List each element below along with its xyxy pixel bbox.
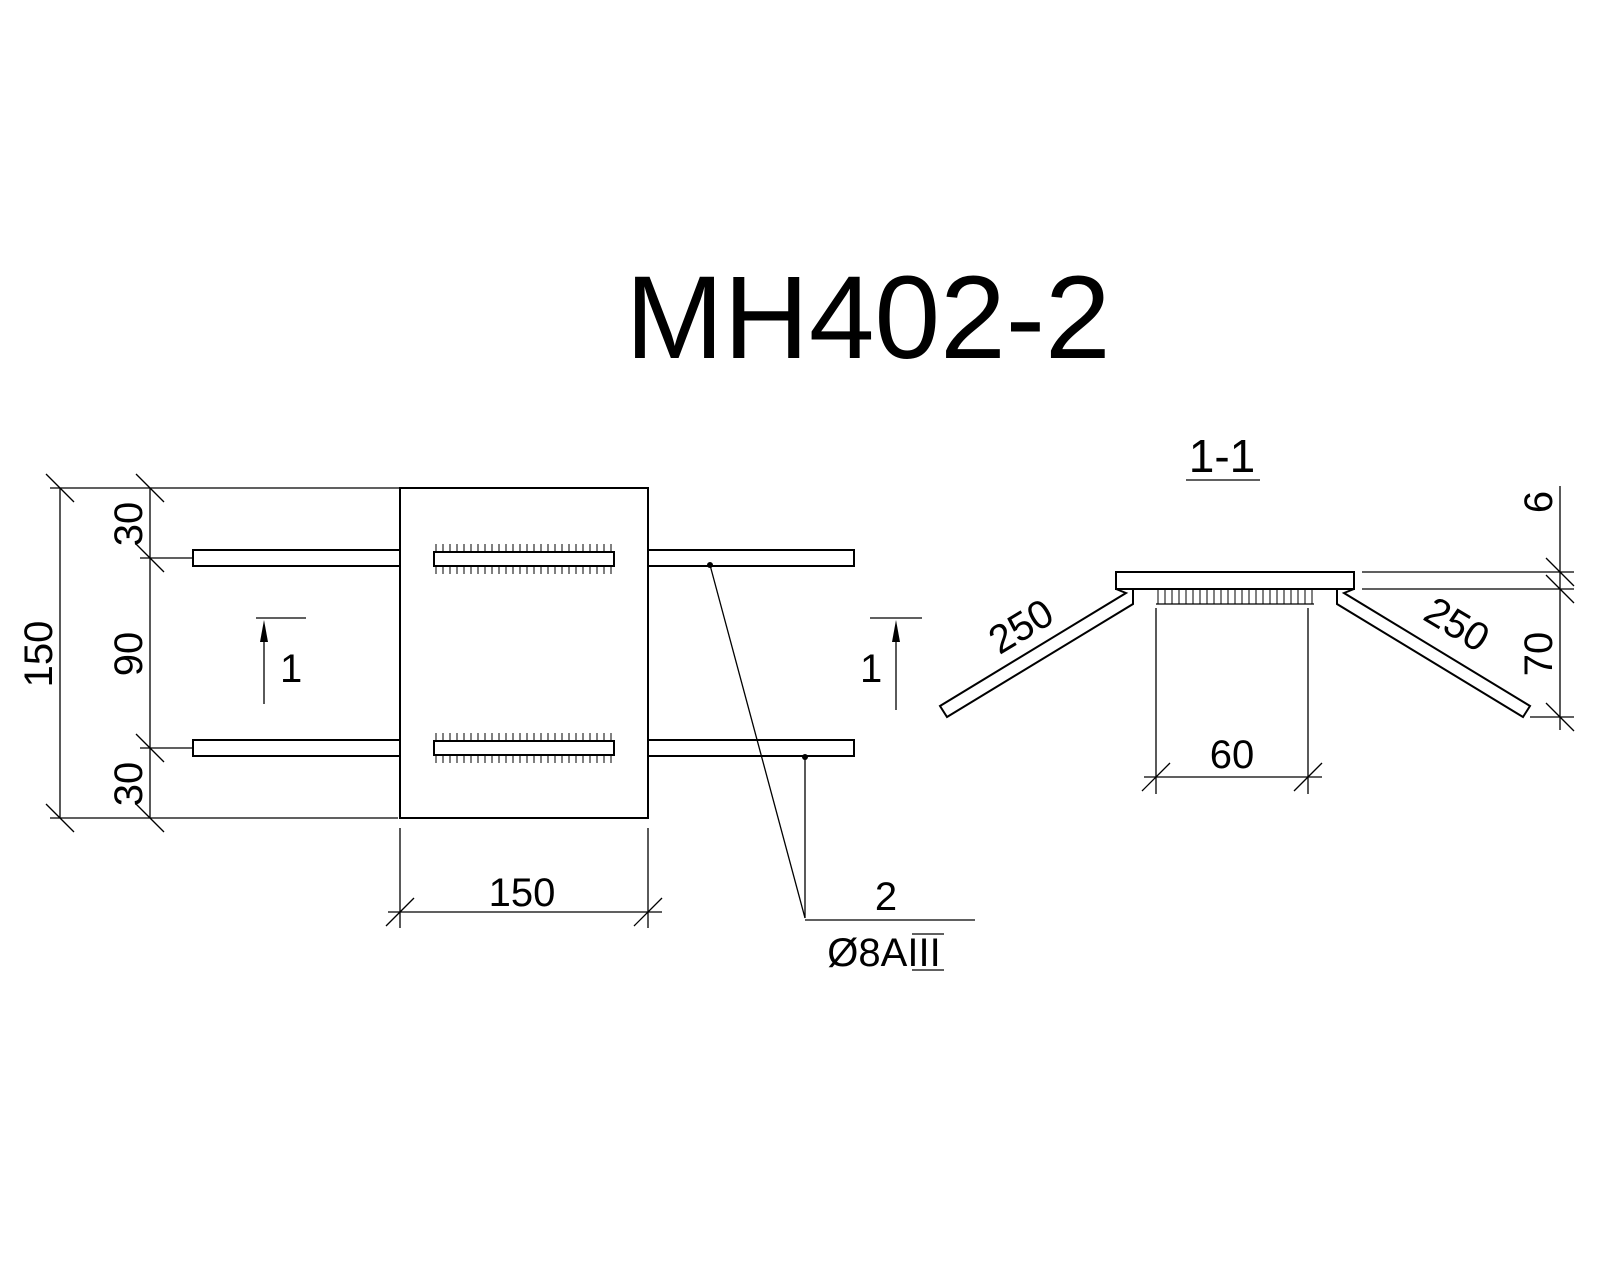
- dim-tick: [135, 473, 165, 503]
- section-label: 1-1: [1189, 430, 1255, 482]
- section-marker-right: 1: [860, 647, 882, 691]
- dim-plate-width: 150: [489, 871, 556, 915]
- dim-tick: [1545, 574, 1575, 604]
- dim-bottom-offset: 30: [107, 762, 151, 807]
- dim-tick: [1545, 702, 1575, 732]
- section-marker-left: 1: [280, 647, 302, 691]
- embedded-plate: [399, 487, 649, 819]
- anchor-bar-top-left: [192, 549, 401, 567]
- callout-position-number: 2: [875, 875, 897, 919]
- section-bar-right: [1336, 588, 1532, 719]
- plan-view: 150 30 90 30 150 1 1 2 Ø8AIII: [17, 473, 975, 975]
- dim-tick: [1545, 557, 1575, 587]
- section-bar-left: [938, 588, 1134, 719]
- dim-tick: [135, 543, 165, 573]
- anchor-bar-bottom-right: [647, 739, 855, 757]
- weld-bar-top: [433, 551, 615, 567]
- dim-middle-gap: 90: [107, 632, 151, 677]
- dim-base-width: 60: [1210, 733, 1255, 777]
- dim-top-offset: 30: [107, 502, 151, 547]
- weld-hatch-top: [435, 544, 612, 574]
- weld-hatch-bottom: [435, 733, 612, 763]
- anchor-bar-top-right: [647, 549, 855, 567]
- dim-height: 70: [1517, 632, 1561, 677]
- dim-tick: [45, 473, 75, 503]
- drawing-title: MH402-2: [625, 252, 1110, 384]
- dim-tick: [135, 733, 165, 763]
- section-weld-hatch: [1157, 589, 1313, 604]
- dim-tick: [45, 803, 75, 833]
- leader-line-top: [709, 564, 806, 919]
- dim-tick: [135, 803, 165, 833]
- weld-bar-bottom: [433, 740, 615, 756]
- section-plate: [1115, 571, 1355, 590]
- dim-tick: [385, 897, 415, 927]
- dim-tick: [1293, 762, 1323, 792]
- anchor-bar-bottom-left: [192, 739, 401, 757]
- section-marker-right-arrowhead: [892, 620, 900, 642]
- section-marker-left-arrowhead: [260, 620, 268, 642]
- dim-total-height: 150: [17, 621, 61, 688]
- section-view: 1-1 250 250 60 6 70: [938, 430, 1575, 794]
- dim-tick: [1141, 762, 1171, 792]
- dim-tick: [633, 897, 663, 927]
- callout-bar-spec: Ø8AIII: [827, 931, 940, 975]
- dim-plate-thickness: 6: [1517, 491, 1561, 513]
